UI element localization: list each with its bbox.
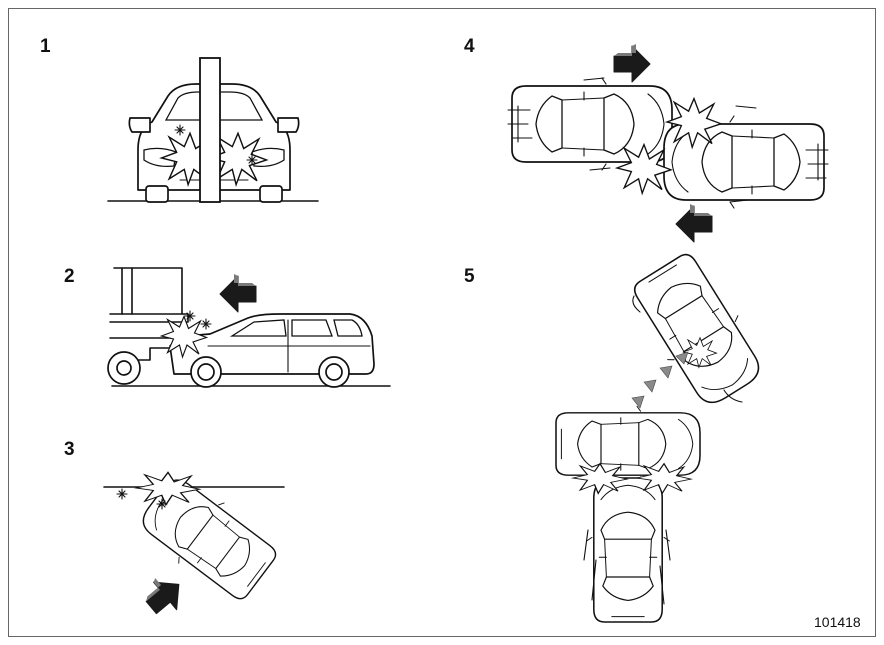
car-side-view [160,310,375,388]
impact-arrow-4-left [675,203,713,243]
figure-code: 101418 [814,614,861,630]
panel-label-4: 4 [464,36,475,57]
panel-5-chain-collision: 5 [464,246,773,623]
panel-label-5: 5 [464,266,475,287]
impact-arrow-4-right [613,43,651,83]
panel-1-pole-collision: 1 [40,36,319,203]
pole [199,57,221,203]
car-top-view-deflected [623,246,773,414]
panel-2-truck-collision: 2 [64,266,391,388]
car-top-view-striking [585,477,671,623]
impact-arrow-3 [137,568,191,622]
impact-arrow-2 [219,273,257,313]
trajectory-marker [643,379,657,393]
panel-label-3: 3 [64,439,75,460]
panel-4-offset-collision: 4 [464,36,829,243]
truck-trailer [107,267,189,385]
panel-label-1: 1 [40,36,51,57]
trajectory-marker [631,395,645,409]
figure-frame [8,8,876,637]
trajectory-marker [675,351,689,365]
panel-label-2: 2 [64,266,75,287]
panel-3-wall-collision: 3 [64,439,285,622]
trajectory-marker [659,365,673,379]
